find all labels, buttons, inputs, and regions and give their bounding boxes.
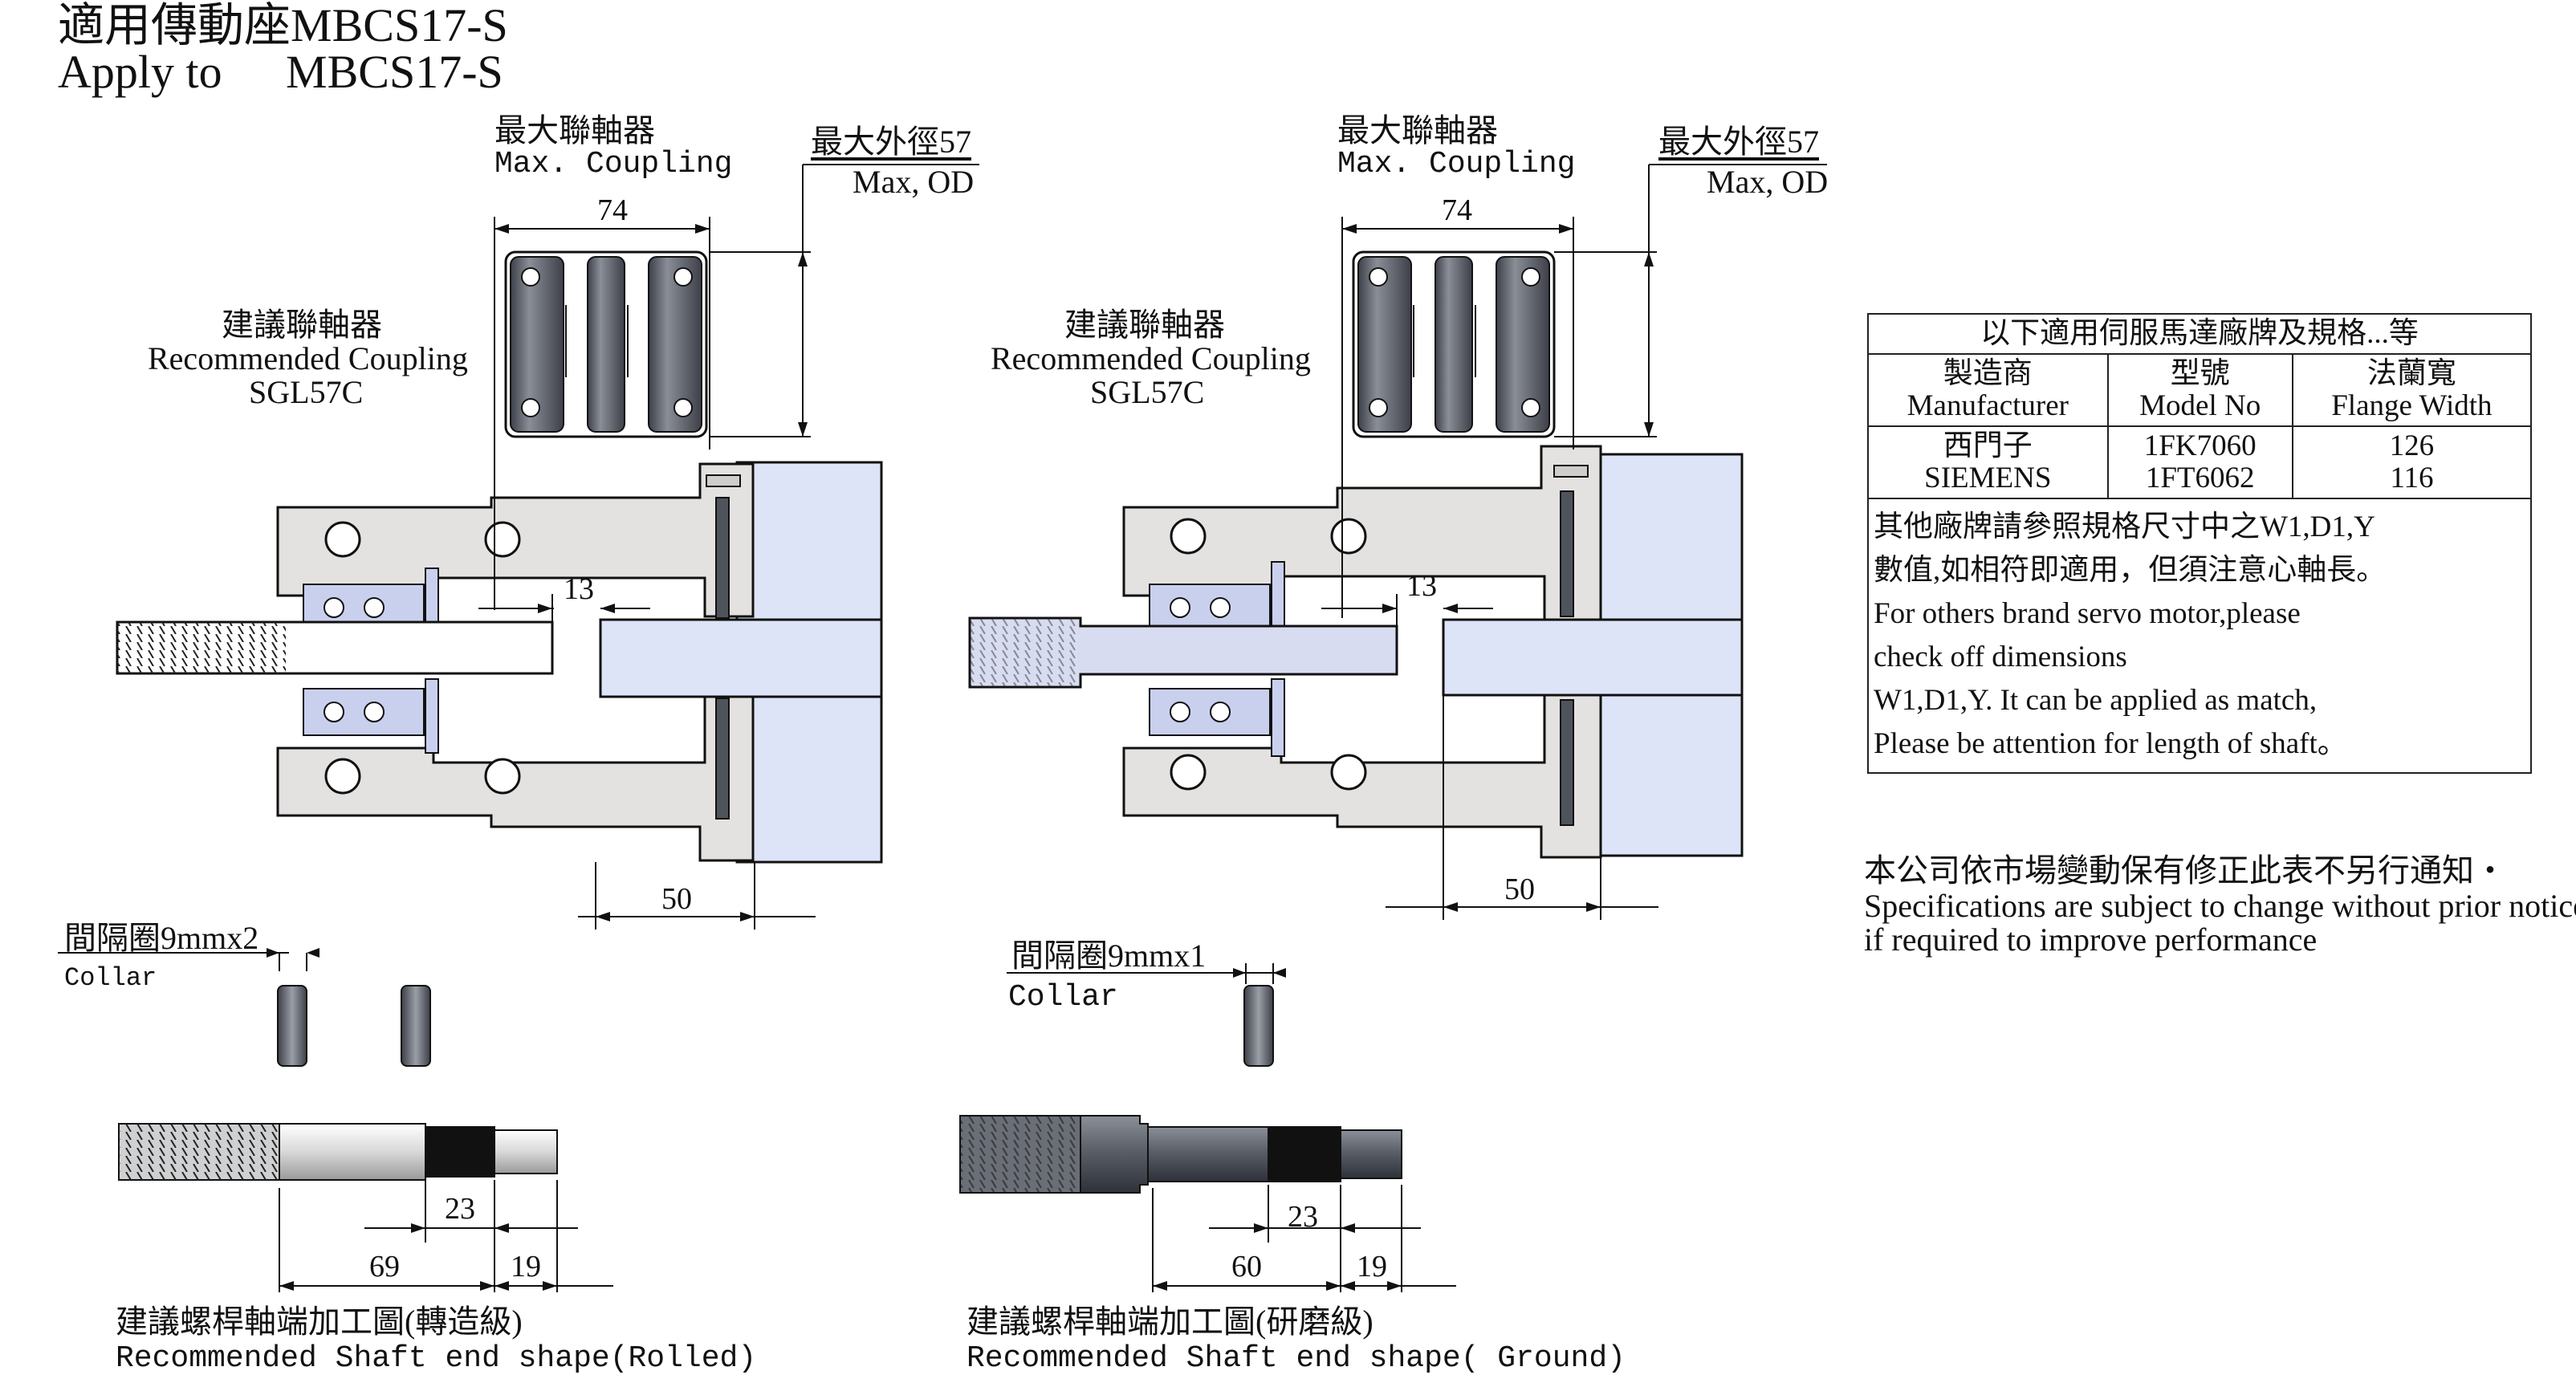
left-max-od-zh: 最大外徑57 xyxy=(811,124,971,160)
table-row: 西門子 SIEMENS 1FK7060 1FT6062 126 116 xyxy=(1867,425,2533,499)
disclaimer-en-2: if required to improve performance xyxy=(1864,921,2318,958)
left-max-coupling-zh: 最大聯軸器 xyxy=(494,112,655,148)
header-model-zh: 型號 xyxy=(2170,357,2230,390)
right-max-coupling-en: Max. Coupling xyxy=(1337,147,1576,181)
spec-table-header-row: 製造商 Manufacturer 型號 Model No 法蘭寬 Flange … xyxy=(1867,353,2533,427)
left-dim-13: 13 xyxy=(564,572,594,606)
note-line: 數值,如相符即適用，但須注意心軸長。 xyxy=(1874,554,2387,587)
note-line: W1,D1,Y. It can be applied as match, xyxy=(1874,684,2318,717)
right-motor-shaft xyxy=(1442,618,1744,697)
apply-to-model: MBCS17-S xyxy=(286,46,503,98)
left-max-od-en: Max, OD xyxy=(853,164,975,200)
manufacturer-en: SIEMENS xyxy=(1924,462,2052,494)
right-recommended-model: SGL57C xyxy=(1090,374,1205,410)
note-line: check off dimensions xyxy=(1874,641,2127,673)
servo-spec-table: 以下適用伺服馬達廠牌及規格...等 製造商 Manufacturer 型號 Mo… xyxy=(1867,313,2533,774)
header-manufacturer-en: Manufacturer xyxy=(1907,389,2069,422)
right-max-od-en: Max, OD xyxy=(1707,164,1829,200)
left-shaft-caption-zh: 建議螺桿軸端加工圖(轉造級) xyxy=(116,1304,523,1340)
header-flange-en: Flange Width xyxy=(2331,389,2493,422)
flange-1: 126 xyxy=(2389,429,2435,462)
page-title: 適用傳動座MBCS17-S xyxy=(58,0,508,51)
right-collar-zh: 間隔圈9mmx1 xyxy=(1011,938,1207,974)
right-dim-50: 50 xyxy=(1504,873,1535,906)
left-shaft-dim-19: 19 xyxy=(511,1250,541,1283)
left-collar-zh: 間隔圈9mmx2 xyxy=(64,920,259,956)
apply-to-label: Apply to xyxy=(58,46,222,98)
right-shaft-dim-60: 60 xyxy=(1231,1250,1262,1283)
right-collar-en: Collar xyxy=(1008,980,1118,1015)
left-shaft-end-drawing xyxy=(118,1123,558,1181)
right-recommended-en: Recommended Coupling xyxy=(991,340,1311,376)
left-shaft-dim-69: 69 xyxy=(369,1250,400,1283)
right-collar-1 xyxy=(1243,985,1274,1067)
note-line: 其他廠牌請參照規格尺寸中之W1,D1,Y xyxy=(1874,511,2375,543)
left-coupling xyxy=(504,250,708,438)
spec-table-title-row: 以下適用伺服馬達廠牌及規格...等 xyxy=(1867,313,2532,355)
model-2: 1FT6062 xyxy=(2145,462,2255,494)
left-dim-50: 50 xyxy=(661,882,692,916)
right-shaft-end-drawing xyxy=(959,1115,1402,1194)
right-shaft-caption-en: Recommended Shaft end shape( Ground) xyxy=(967,1341,1626,1376)
left-collar-en: Collar xyxy=(64,963,157,993)
manufacturer-zh: 西門子 xyxy=(1943,429,2033,462)
right-coupling xyxy=(1352,250,1556,438)
right-shaft-dim-19: 19 xyxy=(1357,1250,1387,1283)
spec-table-title: 以下適用伺服馬達廠牌及規格...等 xyxy=(1867,313,2532,355)
right-shaft-caption-zh: 建議螺桿軸端加工圖(研磨級) xyxy=(967,1304,1373,1340)
flange-2: 116 xyxy=(2390,462,2434,494)
disclaimer-en-1: Specifications are subject to change wit… xyxy=(1864,888,2576,924)
right-recommended-zh: 建議聯軸器 xyxy=(1064,307,1225,343)
left-recommended-model: SGL57C xyxy=(249,374,364,410)
left-shaft-caption-en: Recommended Shaft end shape(Rolled) xyxy=(116,1341,757,1376)
header-model: 型號 Model No xyxy=(2106,353,2293,427)
spec-table-notes-row: 其他廠牌請參照規格尺寸中之W1,D1,Y 數值,如相符即適用，但須注意心軸長。 … xyxy=(1867,498,2532,774)
model-1: 1FK7060 xyxy=(2143,429,2257,462)
right-coupling-width: 74 xyxy=(1442,193,1472,227)
right-shaft-dim-23: 23 xyxy=(1288,1200,1318,1234)
left-recommended-zh: 建議聯軸器 xyxy=(222,307,382,343)
cell-model: 1FK7060 1FT6062 xyxy=(2106,425,2293,499)
right-max-coupling-zh: 最大聯軸器 xyxy=(1337,112,1498,148)
spec-table-notes: 其他廠牌請參照規格尺寸中之W1,D1,Y 數值,如相符即適用，但須注意心軸長。 … xyxy=(1867,498,2532,774)
left-assembly xyxy=(58,164,979,1292)
header-model-en: Model No xyxy=(2139,389,2261,422)
right-dim-13: 13 xyxy=(1406,569,1437,603)
left-max-coupling-en: Max. Coupling xyxy=(494,147,733,181)
left-coupling-width: 74 xyxy=(597,193,628,227)
left-shaft-dim-23: 23 xyxy=(445,1192,475,1226)
cell-manufacturer: 西門子 SIEMENS xyxy=(1867,425,2109,499)
header-flange: 法蘭寬 Flange Width xyxy=(2291,353,2533,427)
note-line: For others brand servo motor,please xyxy=(1874,597,2301,630)
left-motor-shaft xyxy=(599,618,883,698)
cell-flange: 126 116 xyxy=(2291,425,2533,499)
left-recommended-en: Recommended Coupling xyxy=(148,340,468,376)
left-collar-1 xyxy=(277,985,307,1067)
right-assembly xyxy=(959,164,1827,1292)
header-flange-zh: 法蘭寬 xyxy=(2366,357,2456,390)
disclaimer-zh: 本公司依市場變動保有修正此表不另行通知・ xyxy=(1864,852,2506,889)
right-max-od-zh: 最大外徑57 xyxy=(1658,124,1819,160)
header-manufacturer-zh: 製造商 xyxy=(1943,357,2033,390)
left-collar-2 xyxy=(401,985,431,1067)
header-manufacturer: 製造商 Manufacturer xyxy=(1867,353,2109,427)
note-line: Please be attention for length of shaft。 xyxy=(1874,727,2347,760)
